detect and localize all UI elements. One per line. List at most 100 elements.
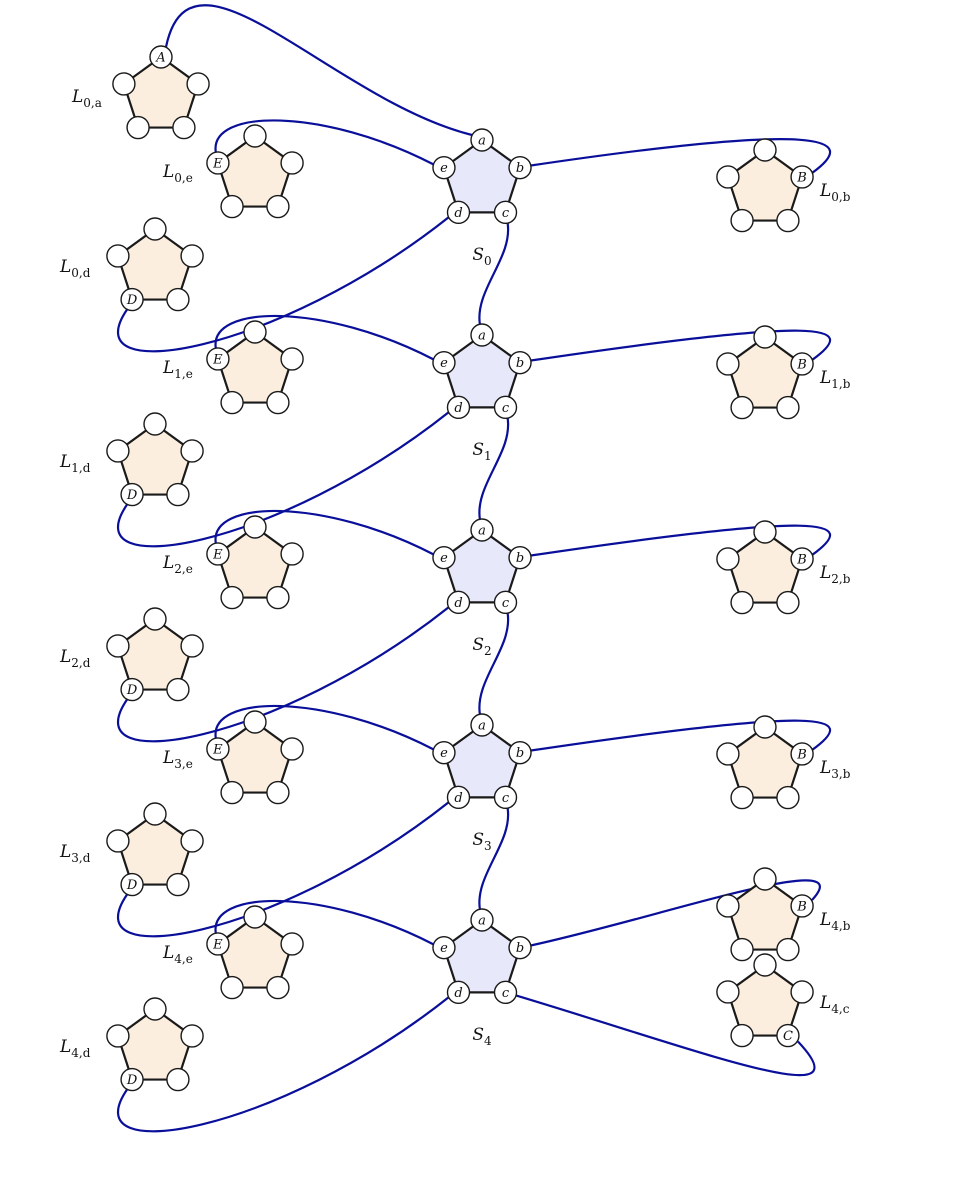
port-circle [790, 894, 814, 918]
port-circle [470, 908, 494, 932]
port-label-d: D [126, 683, 138, 698]
port-label-b: b [516, 941, 524, 956]
port-circle [730, 785, 754, 810]
node-label-name: S [472, 635, 484, 655]
node-label-name: L [59, 452, 71, 472]
leaf-node-l-2-b: BL2,b [716, 520, 851, 615]
port-circle [432, 935, 456, 960]
node-label-name: L [59, 842, 71, 862]
port-circle [220, 780, 244, 805]
port-label-d: D [126, 293, 138, 308]
port-circle [206, 737, 230, 761]
edge-s-2-b-to-l-2-b-b [529, 524, 831, 557]
port-circle [172, 115, 196, 140]
node-label-name: L [71, 87, 83, 107]
port-label-b: b [516, 746, 524, 761]
port-circle [446, 200, 471, 225]
port-circle [120, 872, 144, 897]
port-circle [112, 72, 136, 96]
port-circle [180, 1024, 204, 1048]
node-label-subscript: 1,d [71, 461, 90, 475]
leaf-node-l-4-e: EL4,e [162, 905, 304, 1000]
port-circle [432, 350, 456, 375]
edge-s-1-b-to-l-1-b-b [529, 329, 831, 362]
edge-s-3-c-to-s-4-a [478, 807, 510, 911]
port-circle [266, 780, 290, 805]
node-label-name: S [472, 830, 484, 850]
leaf-node-l-3-b: BL3,b [716, 715, 851, 810]
port-label-d: d [454, 791, 462, 806]
port-circle [446, 785, 471, 810]
port-circle [776, 395, 800, 420]
node-label: L3,e [162, 748, 193, 771]
port-label-b: b [516, 551, 524, 566]
port-circle [180, 829, 204, 853]
port-circle [206, 932, 230, 956]
leaf-node-l-1-b: BL1,b [716, 325, 851, 420]
port-circle [493, 200, 518, 225]
port-circle [180, 439, 204, 463]
port-label-a: a [478, 329, 486, 344]
port-circle [186, 72, 210, 96]
port-circle [143, 607, 167, 631]
node-label-name: L [162, 162, 174, 182]
edges-layer [117, 4, 831, 1133]
port-circle [280, 737, 304, 761]
port-label-b: B [796, 899, 807, 914]
node-label: L1,b [819, 368, 851, 391]
port-label-d: D [126, 878, 138, 893]
port-circle [243, 515, 267, 539]
port-circle [432, 155, 456, 180]
edge-s-0-d-to-l-0-d-d [117, 216, 450, 353]
port-circle [716, 165, 740, 189]
port-circle [753, 953, 777, 977]
port-circle [508, 740, 532, 765]
port-circle [790, 980, 814, 1004]
leaf-node-l-0-a: AL0,a [71, 45, 210, 140]
node-label-subscript: 2 [484, 644, 492, 658]
node-label-name: L [819, 563, 831, 583]
port-circle [493, 590, 518, 615]
leaf-node-l-0-d: D L0,d [59, 217, 204, 312]
node-label: L1,e [162, 358, 193, 381]
leaf-node-l-0-e: EL0,e [162, 124, 304, 219]
port-circle [493, 785, 518, 810]
port-label-d: d [454, 206, 462, 221]
port-circle [266, 194, 290, 219]
node-label: L0,a [71, 87, 102, 110]
node-label: L0,b [819, 181, 851, 204]
node-label-name: L [162, 943, 174, 963]
port-circle [753, 867, 777, 891]
node-label-subscript: 3,b [831, 767, 850, 781]
port-circle [432, 740, 456, 765]
leaf-node-l-3-e: EL3,e [162, 710, 304, 805]
port-circle [790, 165, 814, 189]
port-circle [716, 547, 740, 571]
node-label-name: L [819, 993, 831, 1013]
port-label-d: D [126, 1073, 138, 1088]
node-label-subscript: 0,b [831, 190, 850, 204]
node-label-subscript: 4,d [71, 1046, 90, 1060]
node-label-name: S [472, 1025, 484, 1045]
node-label: S3 [472, 830, 491, 853]
node-label: L0,d [59, 257, 91, 280]
node-label-subscript: 1,e [174, 367, 193, 381]
port-label-b: b [516, 161, 524, 176]
port-circle [106, 439, 130, 463]
node-label: L1,d [59, 452, 91, 475]
edge-s-4-c-to-l-4-c-c [515, 994, 816, 1077]
port-circle [266, 975, 290, 1000]
node-label-subscript: 4,c [831, 1002, 849, 1016]
edge-s-4-d-to-l-4-d-d [117, 996, 450, 1133]
node-label-name: S [472, 440, 484, 460]
edge-s-2-d-to-l-2-d-d [117, 606, 450, 743]
port-circle [166, 872, 190, 897]
port-label-c: c [502, 596, 510, 611]
port-label-b: B [796, 552, 807, 567]
node-label-name: L [162, 553, 174, 573]
port-circle [243, 905, 267, 929]
port-circle [206, 542, 230, 566]
port-circle [790, 352, 814, 376]
